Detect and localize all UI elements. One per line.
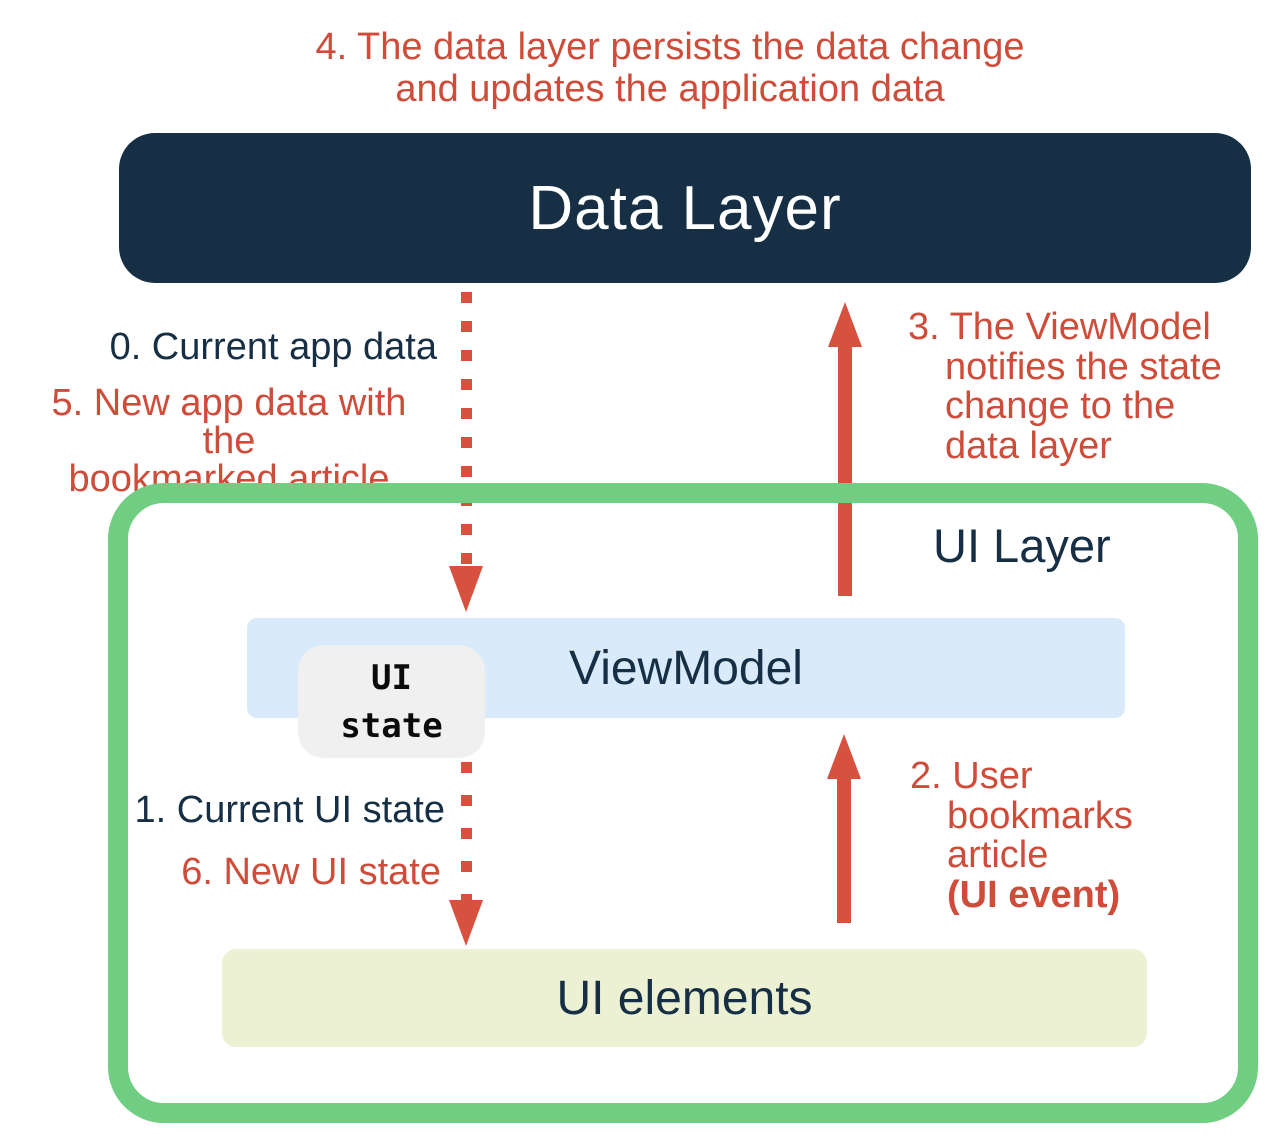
solid-arrow-up-shaft-top-icon	[838, 345, 852, 596]
step2-annotation: 2. User bookmarks article (UI event)	[910, 755, 1210, 916]
step2-annotation-lines: 2. User bookmarks article	[910, 755, 1133, 876]
dotted-arrow-line-top-icon	[461, 292, 472, 564]
ui-elements-label: UI elements	[556, 971, 813, 1025]
ui-elements-box: UI elements	[222, 949, 1147, 1047]
ui-layer-label: UI Layer	[933, 519, 1111, 572]
solid-arrow-up-shaft-bottom-icon	[837, 778, 851, 923]
dotted-arrow-line-bottom-icon	[461, 762, 472, 905]
step4-annotation: 4. The data layer persists the data chan…	[315, 26, 1025, 110]
ui-state-box: UI state	[298, 645, 485, 758]
step1-annotation: 1. Current UI state	[134, 789, 445, 831]
viewmodel-label: ViewModel	[569, 641, 803, 695]
ui-state-label: UI state	[340, 657, 443, 746]
ui-layer-box	[108, 483, 1258, 1123]
step2-annotation-ui-event: (UI event)	[947, 873, 1121, 916]
step5-annotation: 5. New app data with the bookmarked arti…	[51, 382, 407, 500]
step6-annotation: 6. New UI state	[181, 851, 441, 893]
data-layer-box: Data Layer	[119, 133, 1251, 283]
solid-arrowhead-up-top-icon	[828, 302, 862, 347]
step3-annotation: 3. The ViewModel notifies the state chan…	[908, 306, 1222, 467]
data-layer-label: Data Layer	[528, 173, 842, 243]
step0-annotation: 0. Current app data	[109, 326, 437, 368]
